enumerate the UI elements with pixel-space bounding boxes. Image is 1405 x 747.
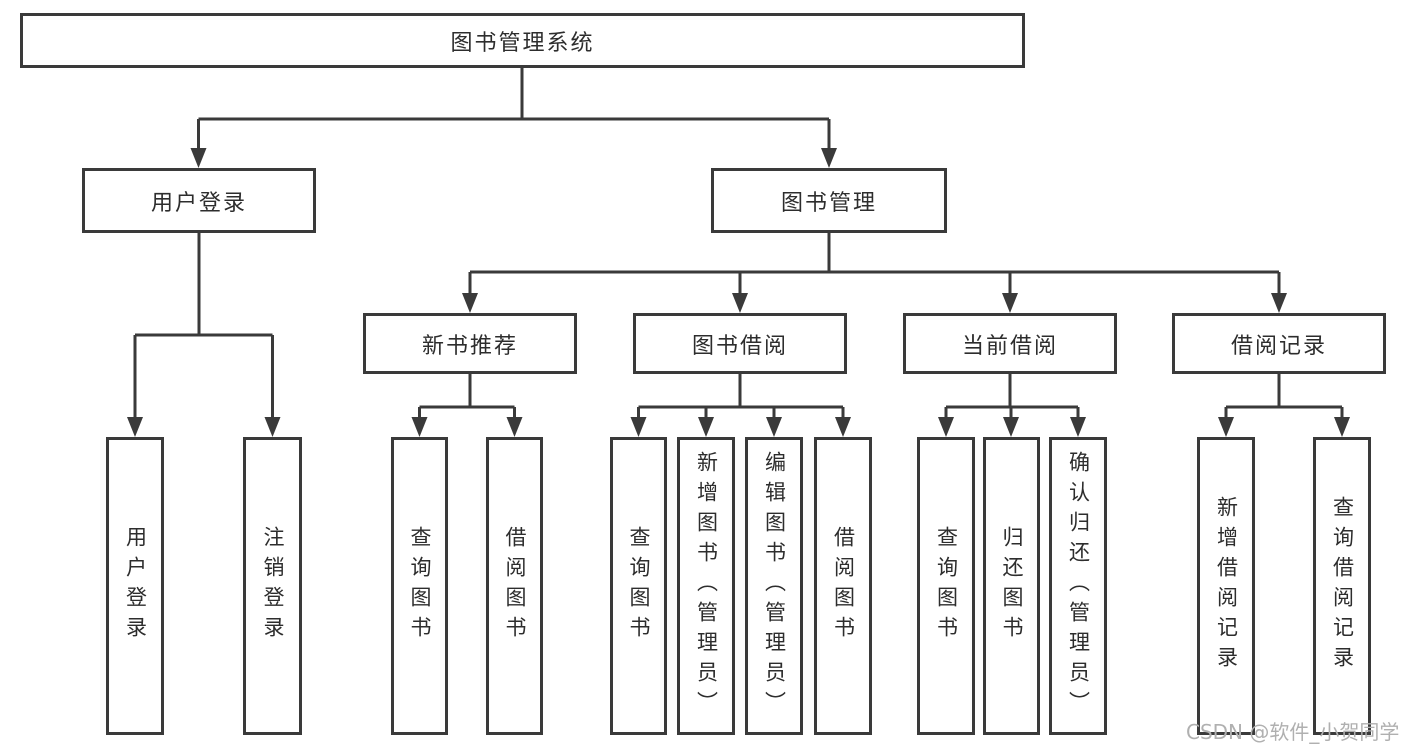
arrowhead	[264, 417, 281, 437]
leaf-borrow-books: 借阅图书	[486, 437, 543, 735]
leaf-label: 借阅图书	[831, 526, 856, 646]
leaf-label: 查询借阅记录	[1330, 496, 1355, 676]
leaf-user-login: 用户登录	[106, 437, 164, 735]
leaf-label: 确认归还（管理员）	[1066, 451, 1091, 721]
new-books-branch-line	[418, 374, 516, 419]
node-borrowing-records: 借阅记录	[1172, 313, 1386, 374]
leaf-edit-books-admin: 编辑图书（管理员）	[745, 437, 803, 735]
leaf-label: 编辑图书（管理员）	[762, 451, 787, 721]
leaf-label: 新增图书（管理员）	[694, 451, 719, 721]
root-branch-line	[197, 67, 831, 150]
arrowhead	[821, 148, 837, 168]
leaf-label: 查询图书	[408, 526, 432, 646]
node-book-management: 图书管理	[711, 168, 947, 233]
arrowhead	[127, 417, 143, 437]
leaf-label: 归还图书	[1000, 526, 1024, 646]
leaf-label: 注销登录	[261, 526, 285, 646]
book-mgmt-branch-line	[468, 233, 1281, 295]
leaf-add-borrow-record: 新增借阅记录	[1197, 437, 1255, 735]
branch-lines	[133, 67, 1344, 419]
arrowhead	[698, 417, 714, 437]
records-branch-line	[1224, 374, 1344, 419]
node-user-login: 用户登录	[82, 168, 316, 233]
arrowhead	[732, 293, 748, 313]
arrowheads	[127, 148, 1350, 437]
arrowhead	[1003, 417, 1019, 437]
node-library-system: 图书管理系统	[20, 13, 1025, 68]
leaf-query-books: 查询图书	[917, 437, 975, 735]
arrowhead	[835, 417, 851, 437]
arrowhead	[766, 417, 782, 437]
arrowhead	[938, 417, 954, 437]
arrowhead	[462, 293, 478, 313]
leaf-label: 查询图书	[934, 526, 959, 646]
node-book-borrowing: 图书借阅	[633, 313, 847, 374]
book-borrow-branch-line	[637, 374, 845, 419]
arrowhead	[1070, 417, 1086, 437]
arrowhead	[411, 417, 428, 437]
leaf-label: 借阅图书	[503, 526, 527, 646]
arrowhead	[630, 417, 647, 437]
leaf-query-borrow-record: 查询借阅记录	[1313, 437, 1371, 735]
leaf-confirm-return-admin: 确认归还（管理员）	[1049, 437, 1107, 735]
leaf-add-books-admin: 新增图书（管理员）	[677, 437, 735, 735]
leaf-query-books: 查询图书	[610, 437, 667, 735]
node-current-borrowing: 当前借阅	[903, 313, 1117, 374]
arrowhead	[1271, 293, 1287, 313]
leaf-label: 新增借阅记录	[1214, 496, 1239, 676]
arrowhead	[190, 148, 207, 168]
leaf-borrow-books: 借阅图书	[814, 437, 872, 735]
leaf-return-books: 归还图书	[983, 437, 1040, 735]
user-login-branch-line	[133, 233, 274, 419]
csdn-watermark: CSDN @软件_小贺同学	[1186, 720, 1400, 744]
arrowhead	[1218, 417, 1234, 437]
leaf-label: 用户登录	[123, 526, 148, 646]
arrowhead	[1334, 417, 1350, 437]
arrowhead	[506, 417, 523, 437]
cur-borrow-branch-line	[944, 374, 1080, 419]
arrowhead	[1002, 293, 1018, 313]
node-new-book-recommend: 新书推荐	[363, 313, 577, 374]
leaf-query-books: 查询图书	[391, 437, 448, 735]
leaf-label: 查询图书	[627, 526, 651, 646]
leaf-logout: 注销登录	[243, 437, 302, 735]
